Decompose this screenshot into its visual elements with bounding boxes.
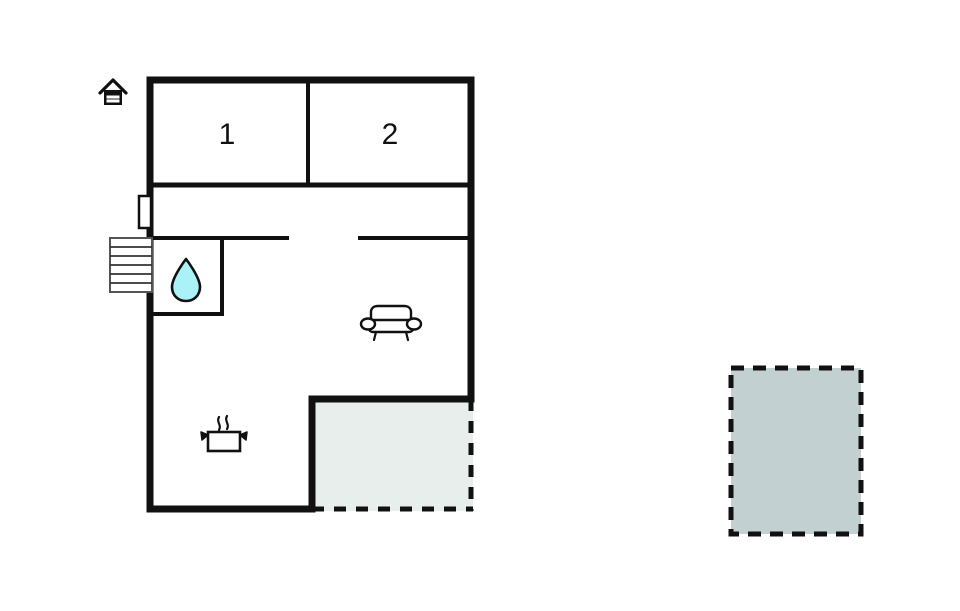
sofa-arm-left [359,317,377,331]
building-outline [146,76,475,513]
house-icon-roof [98,78,128,95]
sofa-leg-left [372,330,378,342]
exterior-wall [146,76,475,513]
terrace-area [310,397,474,512]
terrace-fill [310,397,473,511]
detached-area [728,365,864,537]
cooking-pot-icon [200,414,248,453]
sofa-leg-right [404,330,410,342]
sofa-icon [359,304,423,342]
pot-body [206,430,242,453]
pot-steam-right [225,414,229,431]
detached-area-fill [731,368,861,534]
pot-handle-left [200,431,209,441]
window-frame [137,194,153,230]
pot-steam-left [217,415,221,432]
sofa-arm-right [405,317,423,331]
interior-walls [150,80,471,316]
sofa-backrest [369,304,413,324]
stairs [109,237,153,293]
room-number-2: 2 [382,118,399,151]
house-icon [98,78,128,105]
water-drop-shape [170,257,202,303]
window [137,194,153,230]
pot-handle-right [239,431,248,441]
detached-area-border [728,365,864,537]
water-drop-icon [170,257,202,303]
room-number-1: 1 [219,118,236,151]
